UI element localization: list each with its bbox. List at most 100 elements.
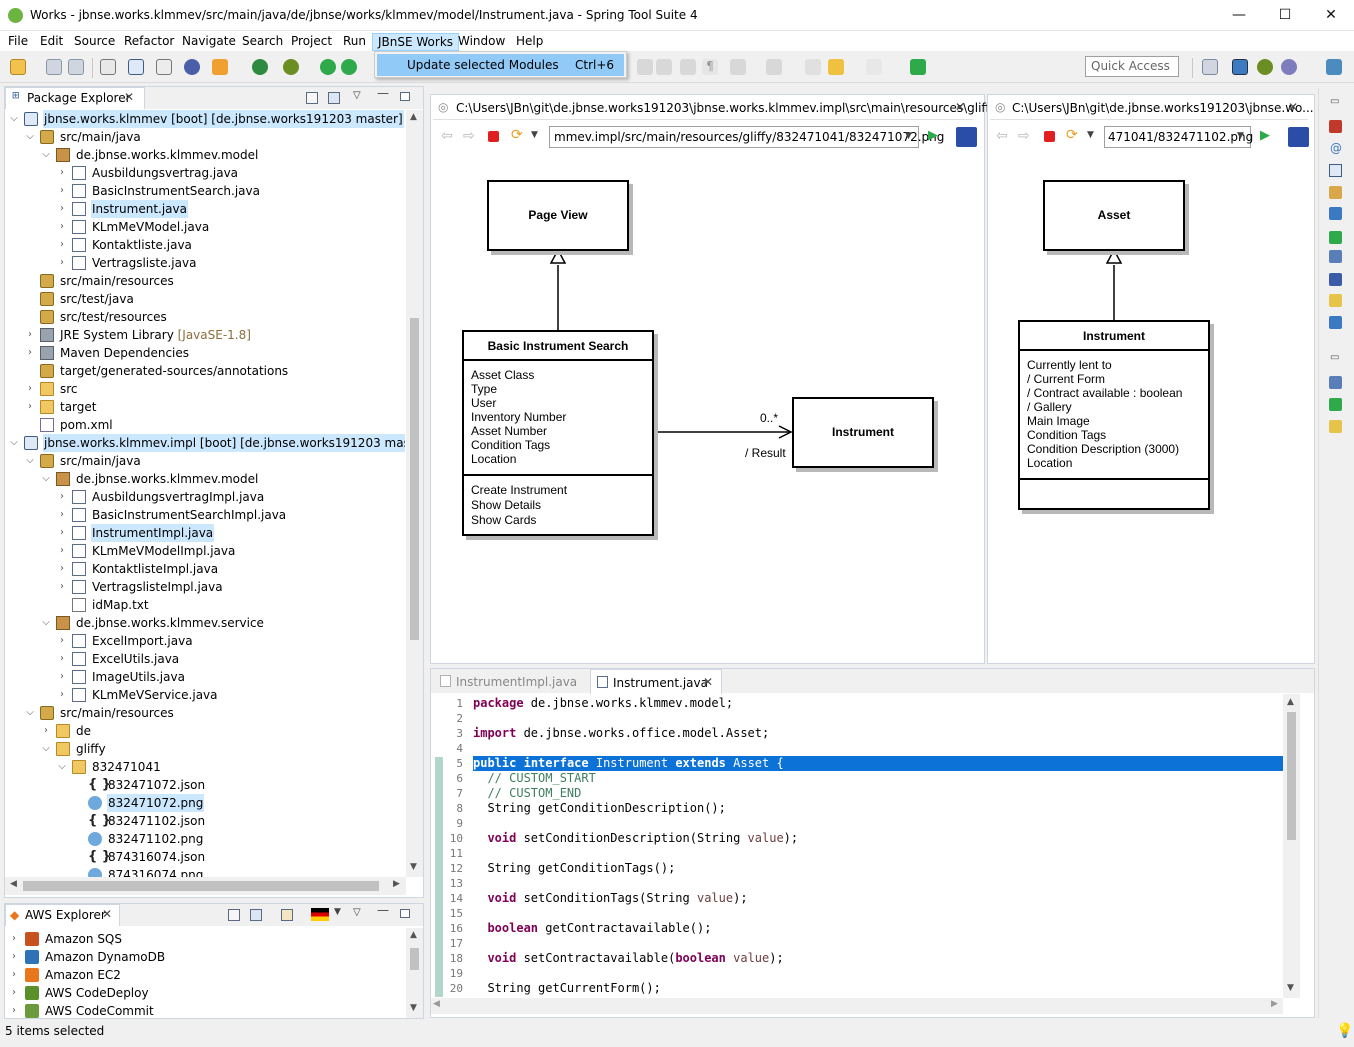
- aws-service-item[interactable]: ›Amazon DynamoDB: [5, 948, 405, 966]
- restore-icon[interactable]: ▭: [1330, 96, 1340, 107]
- forward-icon[interactable]: ⇨: [463, 128, 475, 144]
- save-icon[interactable]: [46, 59, 62, 75]
- chevron-right-icon[interactable]: ›: [60, 671, 64, 682]
- back-icon[interactable]: [828, 59, 844, 75]
- tree-item[interactable]: 832471072.png: [5, 794, 405, 812]
- menu-refactor[interactable]: Refactor: [124, 34, 175, 48]
- menu-edit[interactable]: Edit: [40, 34, 64, 48]
- refresh-icon[interactable]: ⟳: [511, 127, 523, 143]
- horizontal-scrollbar-thumb[interactable]: [23, 881, 379, 891]
- tree-item[interactable]: 874316074.png: [5, 866, 405, 877]
- forward-icon[interactable]: ⇨: [1018, 128, 1030, 144]
- tree-vertical-scrollbar[interactable]: ▲ ▼: [406, 110, 423, 877]
- browser-left-url-field[interactable]: mmev.impl/src/main/resources/gliffy/8324…: [549, 126, 944, 148]
- run-icon[interactable]: [320, 59, 336, 75]
- run-external-icon[interactable]: [341, 59, 357, 75]
- scroll-down-icon[interactable]: ▼: [410, 1003, 417, 1013]
- tree-item[interactable]: { }874316074.json: [5, 848, 405, 866]
- prev-annotation-icon[interactable]: [766, 59, 782, 75]
- chevron-down-icon[interactable]: ⌵: [26, 131, 34, 142]
- german-flag-icon[interactable]: [311, 908, 329, 921]
- aws-service-item[interactable]: ›Amazon SQS: [5, 930, 405, 948]
- minimize-view-icon[interactable]: —: [377, 86, 389, 100]
- aws-vertical-scrollbar[interactable]: ▲ ▼: [406, 928, 423, 1018]
- code-line[interactable]: void setContractavailable(boolean value)…: [487, 951, 784, 965]
- stop-icon[interactable]: [488, 131, 499, 142]
- region-dropdown-icon[interactable]: ▼: [334, 907, 341, 917]
- tree-item[interactable]: ⌵gliffy: [5, 740, 405, 758]
- tree-item[interactable]: ›KLmMeVModelImpl.java: [5, 542, 405, 560]
- close-icon[interactable]: ✕: [124, 90, 135, 104]
- block-selection-icon[interactable]: [680, 59, 696, 75]
- menu-navigate[interactable]: Navigate: [182, 34, 236, 48]
- close-icon[interactable]: ✕: [703, 675, 714, 689]
- maximize-button[interactable]: ☐: [1278, 7, 1292, 23]
- scrollbar-thumb[interactable]: [410, 318, 419, 640]
- scrollbar-thumb[interactable]: [1287, 712, 1296, 840]
- refresh-dropdown-icon[interactable]: ▼: [1087, 130, 1094, 140]
- chevron-right-icon[interactable]: ›: [60, 689, 64, 700]
- maximize-view-icon[interactable]: [400, 92, 410, 101]
- chevron-down-icon[interactable]: ⌵: [10, 113, 18, 124]
- chevron-right-icon[interactable]: ›: [28, 401, 32, 412]
- tree-item[interactable]: ⌵de.jbnse.works.klmmev.model: [5, 146, 405, 164]
- back-icon[interactable]: ⇦: [441, 128, 453, 144]
- scroll-up-icon[interactable]: ▲: [410, 112, 417, 122]
- scroll-right-icon[interactable]: ▶: [393, 879, 400, 889]
- aws-service-item[interactable]: ›AWS CodeDeploy: [5, 984, 405, 1002]
- code-line[interactable]: String getCurrentForm();: [473, 981, 661, 995]
- scroll-left-icon[interactable]: ◀: [433, 999, 440, 1009]
- code-line[interactable]: // CUSTOM_END: [473, 786, 582, 800]
- chevron-right-icon[interactable]: ›: [60, 635, 64, 646]
- code-line[interactable]: boolean getContractavailable();: [487, 921, 712, 935]
- chevron-down-icon[interactable]: ⌵: [26, 707, 34, 718]
- quick-access-field[interactable]: Quick Access: [1085, 56, 1179, 77]
- restore-icon[interactable]: ▭: [1330, 352, 1340, 363]
- refresh-dropdown-icon[interactable]: ▼: [531, 130, 538, 140]
- tree-item[interactable]: ›VertragslisteImpl.java: [5, 578, 405, 596]
- tree-item[interactable]: { }832471072.json: [5, 776, 405, 794]
- refresh-icon[interactable]: [281, 909, 293, 921]
- editor-horizontal-scrollbar[interactable]: ◀ ▶: [431, 998, 1283, 1014]
- forward-icon[interactable]: [866, 59, 882, 75]
- maven-icon[interactable]: [212, 59, 228, 75]
- download-icon[interactable]: [1329, 398, 1342, 411]
- tree-item[interactable]: ›src: [5, 380, 405, 398]
- format-icon[interactable]: [637, 59, 653, 75]
- menu-search[interactable]: Search: [242, 34, 284, 48]
- git-perspective-icon[interactable]: [1281, 59, 1297, 75]
- scrollbar-thumb[interactable]: [410, 948, 419, 970]
- tree-item[interactable]: ›InstrumentImpl.java: [5, 524, 405, 542]
- javadoc-icon[interactable]: @: [1330, 141, 1342, 155]
- menu-file[interactable]: File: [8, 34, 29, 48]
- tree-item[interactable]: ⌵832471041: [5, 758, 405, 776]
- code-line[interactable]: [473, 741, 1283, 756]
- url-history-icon[interactable]: ▼: [905, 131, 912, 141]
- chevron-right-icon[interactable]: ›: [60, 491, 64, 502]
- servers-icon[interactable]: [1329, 316, 1342, 329]
- chevron-right-icon[interactable]: ›: [60, 527, 64, 538]
- chevron-right-icon[interactable]: ›: [60, 167, 64, 178]
- tree-item[interactable]: ›BasicInstrumentSearchImpl.java: [5, 506, 405, 524]
- chevron-right-icon[interactable]: ›: [12, 987, 16, 998]
- chevron-right-icon[interactable]: ›: [44, 725, 48, 736]
- outline-icon[interactable]: [1329, 376, 1342, 389]
- chevron-right-icon[interactable]: ›: [60, 509, 64, 520]
- java-perspective-icon[interactable]: [1232, 59, 1248, 75]
- scroll-right-icon[interactable]: ▶: [1271, 999, 1278, 1009]
- collapse-all-icon[interactable]: [228, 909, 240, 921]
- tree-item[interactable]: ›AusbildungsvertragImpl.java: [5, 488, 405, 506]
- last-edit-icon[interactable]: [805, 59, 821, 75]
- problems-icon[interactable]: [1329, 120, 1342, 133]
- aws-service-item[interactable]: ›Amazon EC2: [5, 966, 405, 984]
- open-perspective-button[interactable]: [1202, 59, 1218, 75]
- collapse-all-icon[interactable]: [306, 92, 318, 104]
- tree-item[interactable]: idMap.txt: [5, 596, 405, 614]
- boot-dashboard-icon[interactable]: [252, 59, 268, 75]
- chevron-down-icon[interactable]: ⌵: [42, 743, 50, 754]
- new-wizard-icon[interactable]: [10, 59, 26, 75]
- code-line[interactable]: [473, 876, 1283, 891]
- back-icon[interactable]: ⇦: [996, 128, 1008, 144]
- aws-explorer-tab[interactable]: ◆ AWS Explorer ✕: [5, 904, 120, 926]
